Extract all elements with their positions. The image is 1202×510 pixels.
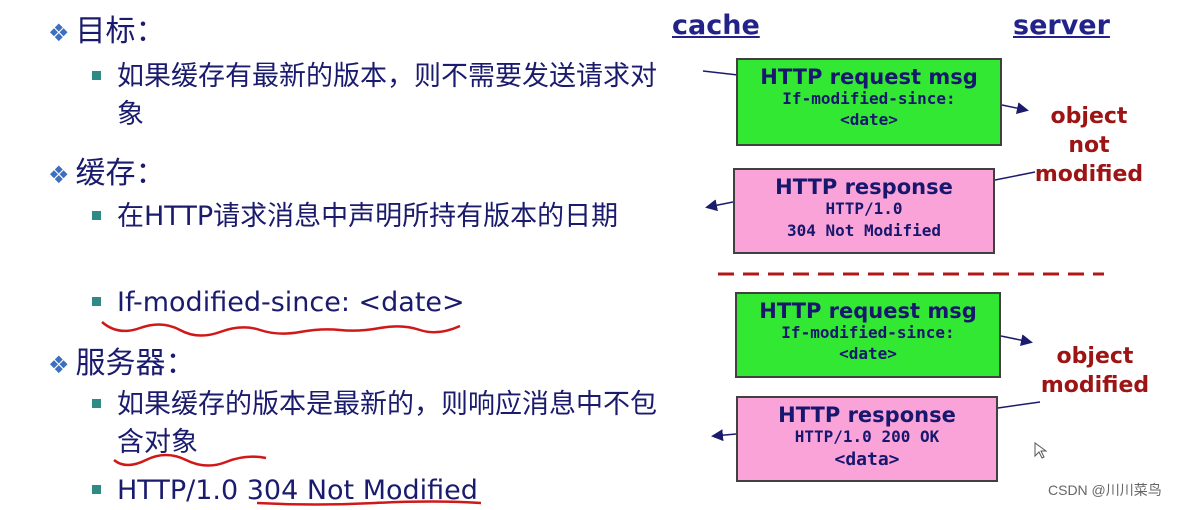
response-arrow-tail [994,171,1036,181]
note-line: modified [1034,162,1144,187]
square-bullet-icon [92,485,101,494]
note-line: object [1050,104,1128,129]
underline-annotation [101,321,461,337]
cache-item-header: If-modified-since: <date> [92,284,677,322]
server-item-no-object: 如果缓存的版本是最新的，则响应消息中不包含对象 [92,386,677,462]
underline-annotation [256,500,482,506]
note-line: modified [1040,373,1150,398]
server-label: server [1013,10,1110,41]
square-bullet-icon [92,399,101,408]
section-goal: ❖目标： [48,6,166,50]
request-title: HTTP request msg [759,299,977,323]
response-arrow-tail [997,401,1041,409]
request-line2: <date> [840,110,898,129]
request-line2: <date> [839,344,897,363]
goal-item-text: 如果缓存有最新的版本，则不需要发送请求对象 [117,61,657,130]
request-line1: If-modified-since: [782,89,956,108]
section-server-title: 服务器： [75,346,196,381]
case1-request-box: HTTP request msg If-modified-since: <dat… [736,58,1002,146]
cache-item-header-text: If-modified-since: <date> [117,287,465,318]
server-item-no-object-text: 如果缓存的版本是最新的，则响应消息中不包含对象 [117,389,657,458]
cache-item-date: 在HTTP请求消息中声明所持有版本的日期 [92,198,677,236]
case2-request-box: HTTP request msg If-modified-since: <dat… [735,292,1001,378]
request-line1: If-modified-since: [781,323,955,342]
goal-item: 如果缓存有最新的版本，则不需要发送请求对象 [92,58,677,134]
section-goal-title: 目标： [75,14,166,49]
response-line1: HTTP/1.0 [825,199,903,218]
response-line2: <data> [834,449,900,470]
cache-item-date-text: 在HTTP请求消息中声明所持有版本的日期 [117,201,619,232]
response-arrow-head [705,199,734,212]
note-line: not [1068,133,1110,158]
response-title: HTTP response [775,175,953,199]
square-bullet-icon [92,297,101,306]
cache-label: cache [672,10,760,41]
case2-response-box: HTTP response HTTP/1.0 200 OK <data> [736,396,998,482]
response-line1: HTTP/1.0 200 OK [794,427,940,446]
diamond-bullet-icon: ❖ [48,19,70,47]
square-bullet-icon [92,71,101,80]
response-line2: 304 Not Modified [786,221,942,240]
case1-response-box: HTTP response HTTP/1.0 304 Not Modified [733,168,995,254]
section-cache-title: 缓存： [75,156,166,191]
note-line: object [1056,344,1134,369]
square-bullet-icon [92,211,101,220]
request-arrow-head [1001,102,1029,115]
diamond-bullet-icon: ❖ [48,351,70,379]
response-title: HTTP response [778,403,956,427]
underline-annotation [113,453,267,467]
mouse-cursor-icon [1034,442,1048,459]
watermark: CSDN @川川菜鸟 [1048,482,1162,498]
request-title: HTTP request msg [760,65,978,89]
case2-note: object modified [1040,342,1150,400]
response-arrow-head [711,429,737,442]
diamond-bullet-icon: ❖ [48,161,70,189]
request-arrow-tail [702,70,739,76]
section-cache: ❖缓存： [48,148,166,192]
case1-note: object not modified [1034,102,1144,189]
request-arrow-head [1000,334,1033,347]
section-server: ❖服务器： [48,338,196,382]
